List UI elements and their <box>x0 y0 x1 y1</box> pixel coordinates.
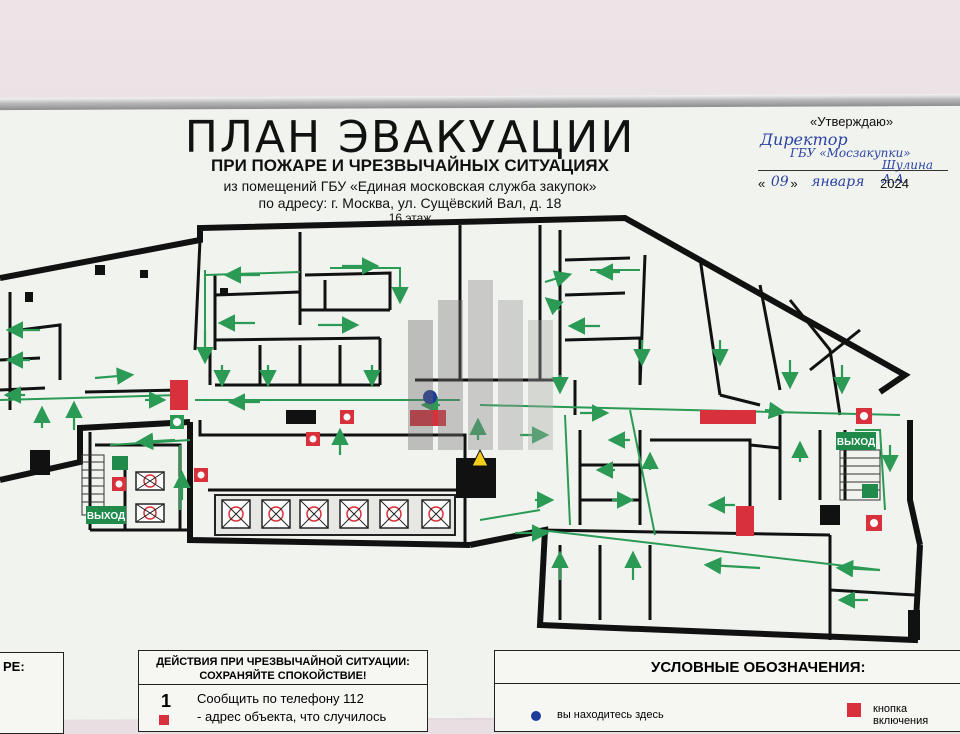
legend-fire-button: кнопка включения <box>873 703 929 727</box>
date-close-quote: » <box>790 176 798 191</box>
step-number: 1 <box>161 691 172 711</box>
evacuation-routes <box>0 267 901 571</box>
step-marker-icon <box>159 715 169 725</box>
stairwell-right <box>839 449 881 501</box>
approval-date: « 09 » января 2024 <box>758 174 909 192</box>
signature-underline <box>758 170 948 171</box>
date-day: 09 <box>770 174 789 190</box>
fire-button-legend-icon <box>847 703 861 717</box>
plan-subtitle: ПРИ ПОЖАРЕ И ЧРЕЗВЫЧАЙНЫХ СИТУАЦИЯХ <box>211 156 609 175</box>
panel-partial-left: РЕ: <box>0 652 64 734</box>
step-text-2: - адрес объекта, что случилось <box>197 709 387 724</box>
elevator-shafts <box>135 471 456 536</box>
approval-signature-org: ГБУ «Мосзакупки» <box>790 146 911 160</box>
legend-divider <box>495 683 960 684</box>
fire-equipment <box>112 380 882 536</box>
floor-plan: ВЫХОД ВЫХОД <box>0 214 923 644</box>
legend-panel: УСЛОВНЫЕ ОБОЗНАЧЕНИЯ: вы находитесь здес… <box>494 650 960 732</box>
exit-sign-right: ВЫХОД <box>836 432 878 498</box>
plan-address: по адресу: г. Москва, ул. Сущёвский Вал,… <box>258 195 562 211</box>
panel-divider <box>139 684 427 685</box>
exit-label-left: ВЫХОД <box>87 511 125 522</box>
exit-sign-left: ВЫХОД <box>86 456 128 524</box>
date-month: января <box>811 174 865 190</box>
building-logo-watermark <box>408 280 553 450</box>
date-open-quote: « <box>758 176 766 191</box>
exit-label-right: ВЫХОД <box>837 437 875 448</box>
approval-signature-title: Директор <box>760 130 848 149</box>
approval-header: «Утверждаю» <box>810 114 894 129</box>
you-are-here-marker <box>423 390 437 404</box>
structural-columns <box>25 265 920 640</box>
you-are-here-legend-icon <box>531 711 541 721</box>
approval-signature-name: Шулина А.А. <box>882 158 934 186</box>
plan-title: ПЛАН ЭВАКУАЦИИ <box>184 112 636 163</box>
plan-organization: из помещений ГБУ «Единая московская служ… <box>223 178 597 194</box>
outer-walls <box>0 214 923 644</box>
stairwell-left <box>81 454 105 516</box>
evacuation-arrows <box>3 257 899 609</box>
date-year: 2024 <box>880 176 909 191</box>
legend-title: УСЛОВНЫЕ ОБОЗНАЧЕНИЯ: <box>651 659 866 676</box>
approval-block: «Утверждаю» Директор ГБУ «Мосзакупки» Шу… <box>752 112 952 202</box>
legend-you-are-here: вы находитесь здесь <box>557 709 664 721</box>
emergency-actions-subtitle: СОХРАНЯЙТЕ СПОКОЙСТВИЕ! <box>199 670 367 682</box>
panel-left-title: РЕ: <box>3 659 25 674</box>
emergency-actions-title: ДЕЙСТВИЯ ПРИ ЧРЕЗВЫЧАЙНОЙ СИТУАЦИИ: <box>156 656 410 668</box>
step-text-1: Сообщить по телефону 112 <box>197 691 364 706</box>
electrical-hazard-sign <box>471 448 489 467</box>
